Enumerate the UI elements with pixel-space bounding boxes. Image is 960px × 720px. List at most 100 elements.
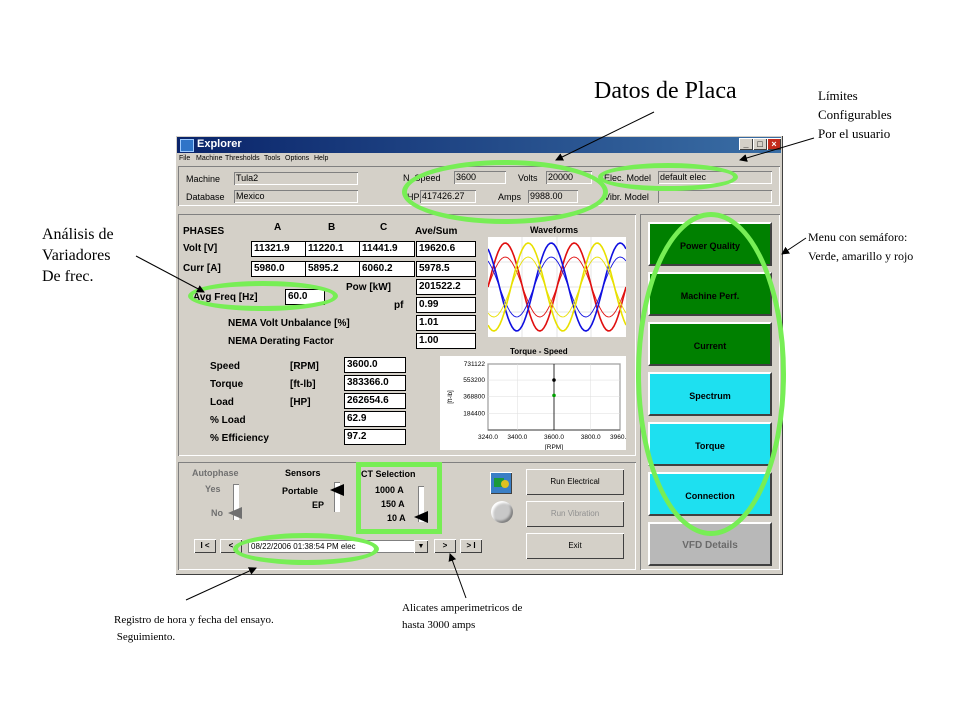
motor-glyph-icon	[494, 478, 509, 488]
autophase-slider[interactable]	[233, 484, 239, 520]
maximize-button[interactable]: □	[753, 138, 767, 150]
sidebar-item-spectrum[interactable]: Spectrum	[648, 372, 772, 416]
annotation-alicates: Alicates amperimetricos de hasta 3000 am…	[402, 600, 522, 634]
pf-label: pf	[394, 300, 404, 311]
sensor-ep: EP	[312, 500, 325, 510]
unbalance-label: NEMA Volt Unbalance [%]	[228, 318, 350, 329]
pow-label: Pow [kW]	[346, 282, 391, 293]
autophase-no: No	[211, 508, 223, 518]
speed-unit: [RPM]	[290, 361, 319, 372]
annotation-registro: Registro de hora y fecha del ensayo. Seg…	[114, 612, 274, 646]
curr-b-value: 5895.2	[305, 261, 361, 277]
vibr-model-field[interactable]	[658, 190, 772, 203]
annotation-limites-line: Límites	[818, 88, 858, 103]
nspeed-field[interactable]: 3600	[454, 171, 506, 184]
menu-file[interactable]: File	[179, 155, 191, 162]
annotation-registro-line: Registro de hora y fecha del ensayo.	[114, 614, 274, 626]
exit-button[interactable]: Exit	[526, 533, 624, 559]
wave-blue	[488, 256, 626, 318]
freq-label: Avg Freq [Hz]	[193, 292, 258, 303]
annotation-alicates-line: Alicates amperimetricos de	[402, 602, 523, 614]
sidebar-item-machine-perf[interactable]: Machine Perf.	[648, 272, 772, 316]
annotation-limites: Límites Configurables Por el usuario	[818, 86, 892, 143]
arrow-menu	[781, 237, 807, 255]
y-tick-label: 184400	[463, 410, 485, 417]
volts-label: Volts	[518, 173, 538, 183]
run-electrical-button[interactable]: Run Electrical	[526, 469, 624, 495]
pct-load-label: % Load	[210, 415, 246, 426]
hp-field[interactable]: 417426.27	[420, 190, 476, 203]
ct-slider[interactable]	[418, 486, 424, 522]
torque-speed-title: Torque - Speed	[510, 347, 568, 356]
x-tick-label: 3960.0	[610, 434, 626, 441]
database-field[interactable]: Mexico	[234, 190, 358, 203]
vibr-model-label: Vibr. Model	[604, 192, 649, 202]
volt-label: Volt [V]	[183, 243, 218, 254]
machine-label: Machine	[186, 174, 221, 184]
y-tick-label: 731122	[464, 361, 486, 368]
autophase-label: Autophase	[192, 468, 239, 478]
phase-c-header: C	[380, 222, 388, 233]
ct-option-150[interactable]: 150 A	[381, 499, 405, 509]
x-tick-label: 3600.0	[544, 434, 564, 441]
y-axis-label: [ft-lb]	[448, 390, 454, 404]
sidebar-item-power-quality[interactable]: Power Quality	[648, 222, 772, 266]
x-tick-label: 3800.0	[581, 434, 601, 441]
run-vibration-button[interactable]: Run Vibration	[526, 501, 624, 527]
minimize-button[interactable]: _	[739, 138, 753, 150]
record-select-value: 08/22/2006 01:38:54 PM elec	[251, 542, 356, 551]
avg-sum-header: Ave/Sum	[415, 226, 458, 237]
waveforms-plot	[488, 237, 626, 337]
annotation-analisis: Análisis de Variadores De frec.	[42, 224, 114, 287]
motor-icon[interactable]	[490, 472, 512, 494]
volts-field[interactable]: 20000	[546, 171, 592, 184]
freq-value: 60.0	[285, 289, 325, 305]
database-label: Database	[186, 192, 225, 202]
annotation-menu-semaforo: Menu con semáforo: Verde, amarillo y roj…	[808, 228, 913, 266]
nav-next-button[interactable]: >	[434, 539, 456, 553]
close-button[interactable]: ×	[767, 138, 781, 150]
torque-label: Torque	[210, 379, 244, 390]
pf-value: 0.99	[416, 297, 476, 313]
sensors-slider[interactable]	[334, 482, 340, 512]
sidebar-item-current[interactable]: Current	[648, 322, 772, 366]
sidebar-item-torque[interactable]: Torque	[648, 422, 772, 466]
ct-option-1000[interactable]: 1000 A	[375, 485, 404, 495]
torque-value: 383366.0	[344, 375, 406, 391]
load-unit: [HP]	[290, 397, 311, 408]
sensors-pointer-icon	[330, 484, 344, 496]
menu-thresholds[interactable]: Thresholds	[225, 155, 260, 162]
annotation-registro-line: Seguimiento.	[114, 631, 176, 643]
ct-option-10[interactable]: 10 A	[387, 513, 406, 523]
ct-pointer-icon	[414, 511, 428, 523]
arrow-limites	[739, 137, 815, 162]
record-select[interactable]: 08/22/2006 01:38:54 PM elec	[248, 540, 428, 553]
menu-options[interactable]: Options	[285, 155, 310, 162]
curr-label: Curr [A]	[183, 263, 221, 274]
nspeed-label: N. Speed	[403, 173, 441, 183]
nav-first-button[interactable]: I <	[194, 539, 216, 553]
sensor-portable: Portable	[282, 486, 319, 496]
phases-title: PHASES	[183, 226, 225, 237]
menu-tools[interactable]: Tools	[264, 155, 281, 162]
menu-help[interactable]: Help	[314, 155, 329, 162]
volt-c-value: 11441.9	[359, 241, 415, 257]
hp-label: HP	[407, 192, 420, 202]
amps-label: Amps	[498, 192, 522, 202]
sidebar-item-connection[interactable]: Connection	[648, 472, 772, 516]
sidebar-item-vfd-details[interactable]: VFD Details	[648, 522, 772, 566]
derating-value: 1.00	[416, 333, 476, 349]
arrow-registro	[185, 567, 257, 601]
speed-label: Speed	[210, 361, 241, 372]
chevron-down-icon[interactable]: ▼	[414, 540, 428, 553]
annotation-menu-line: Verde, amarillo y rojo	[808, 249, 914, 263]
amps-field[interactable]: 9988.00	[528, 190, 578, 203]
arrow-datos-placa	[555, 111, 655, 161]
pct-load-value: 62.9	[344, 411, 406, 427]
nav-last-button[interactable]: > I	[460, 539, 482, 553]
pow-value: 201522.2	[416, 279, 476, 295]
elec-model-field[interactable]: default elec	[658, 171, 772, 184]
machine-field[interactable]: Tula2	[234, 172, 358, 185]
menu-machine[interactable]: Machine	[196, 155, 223, 162]
